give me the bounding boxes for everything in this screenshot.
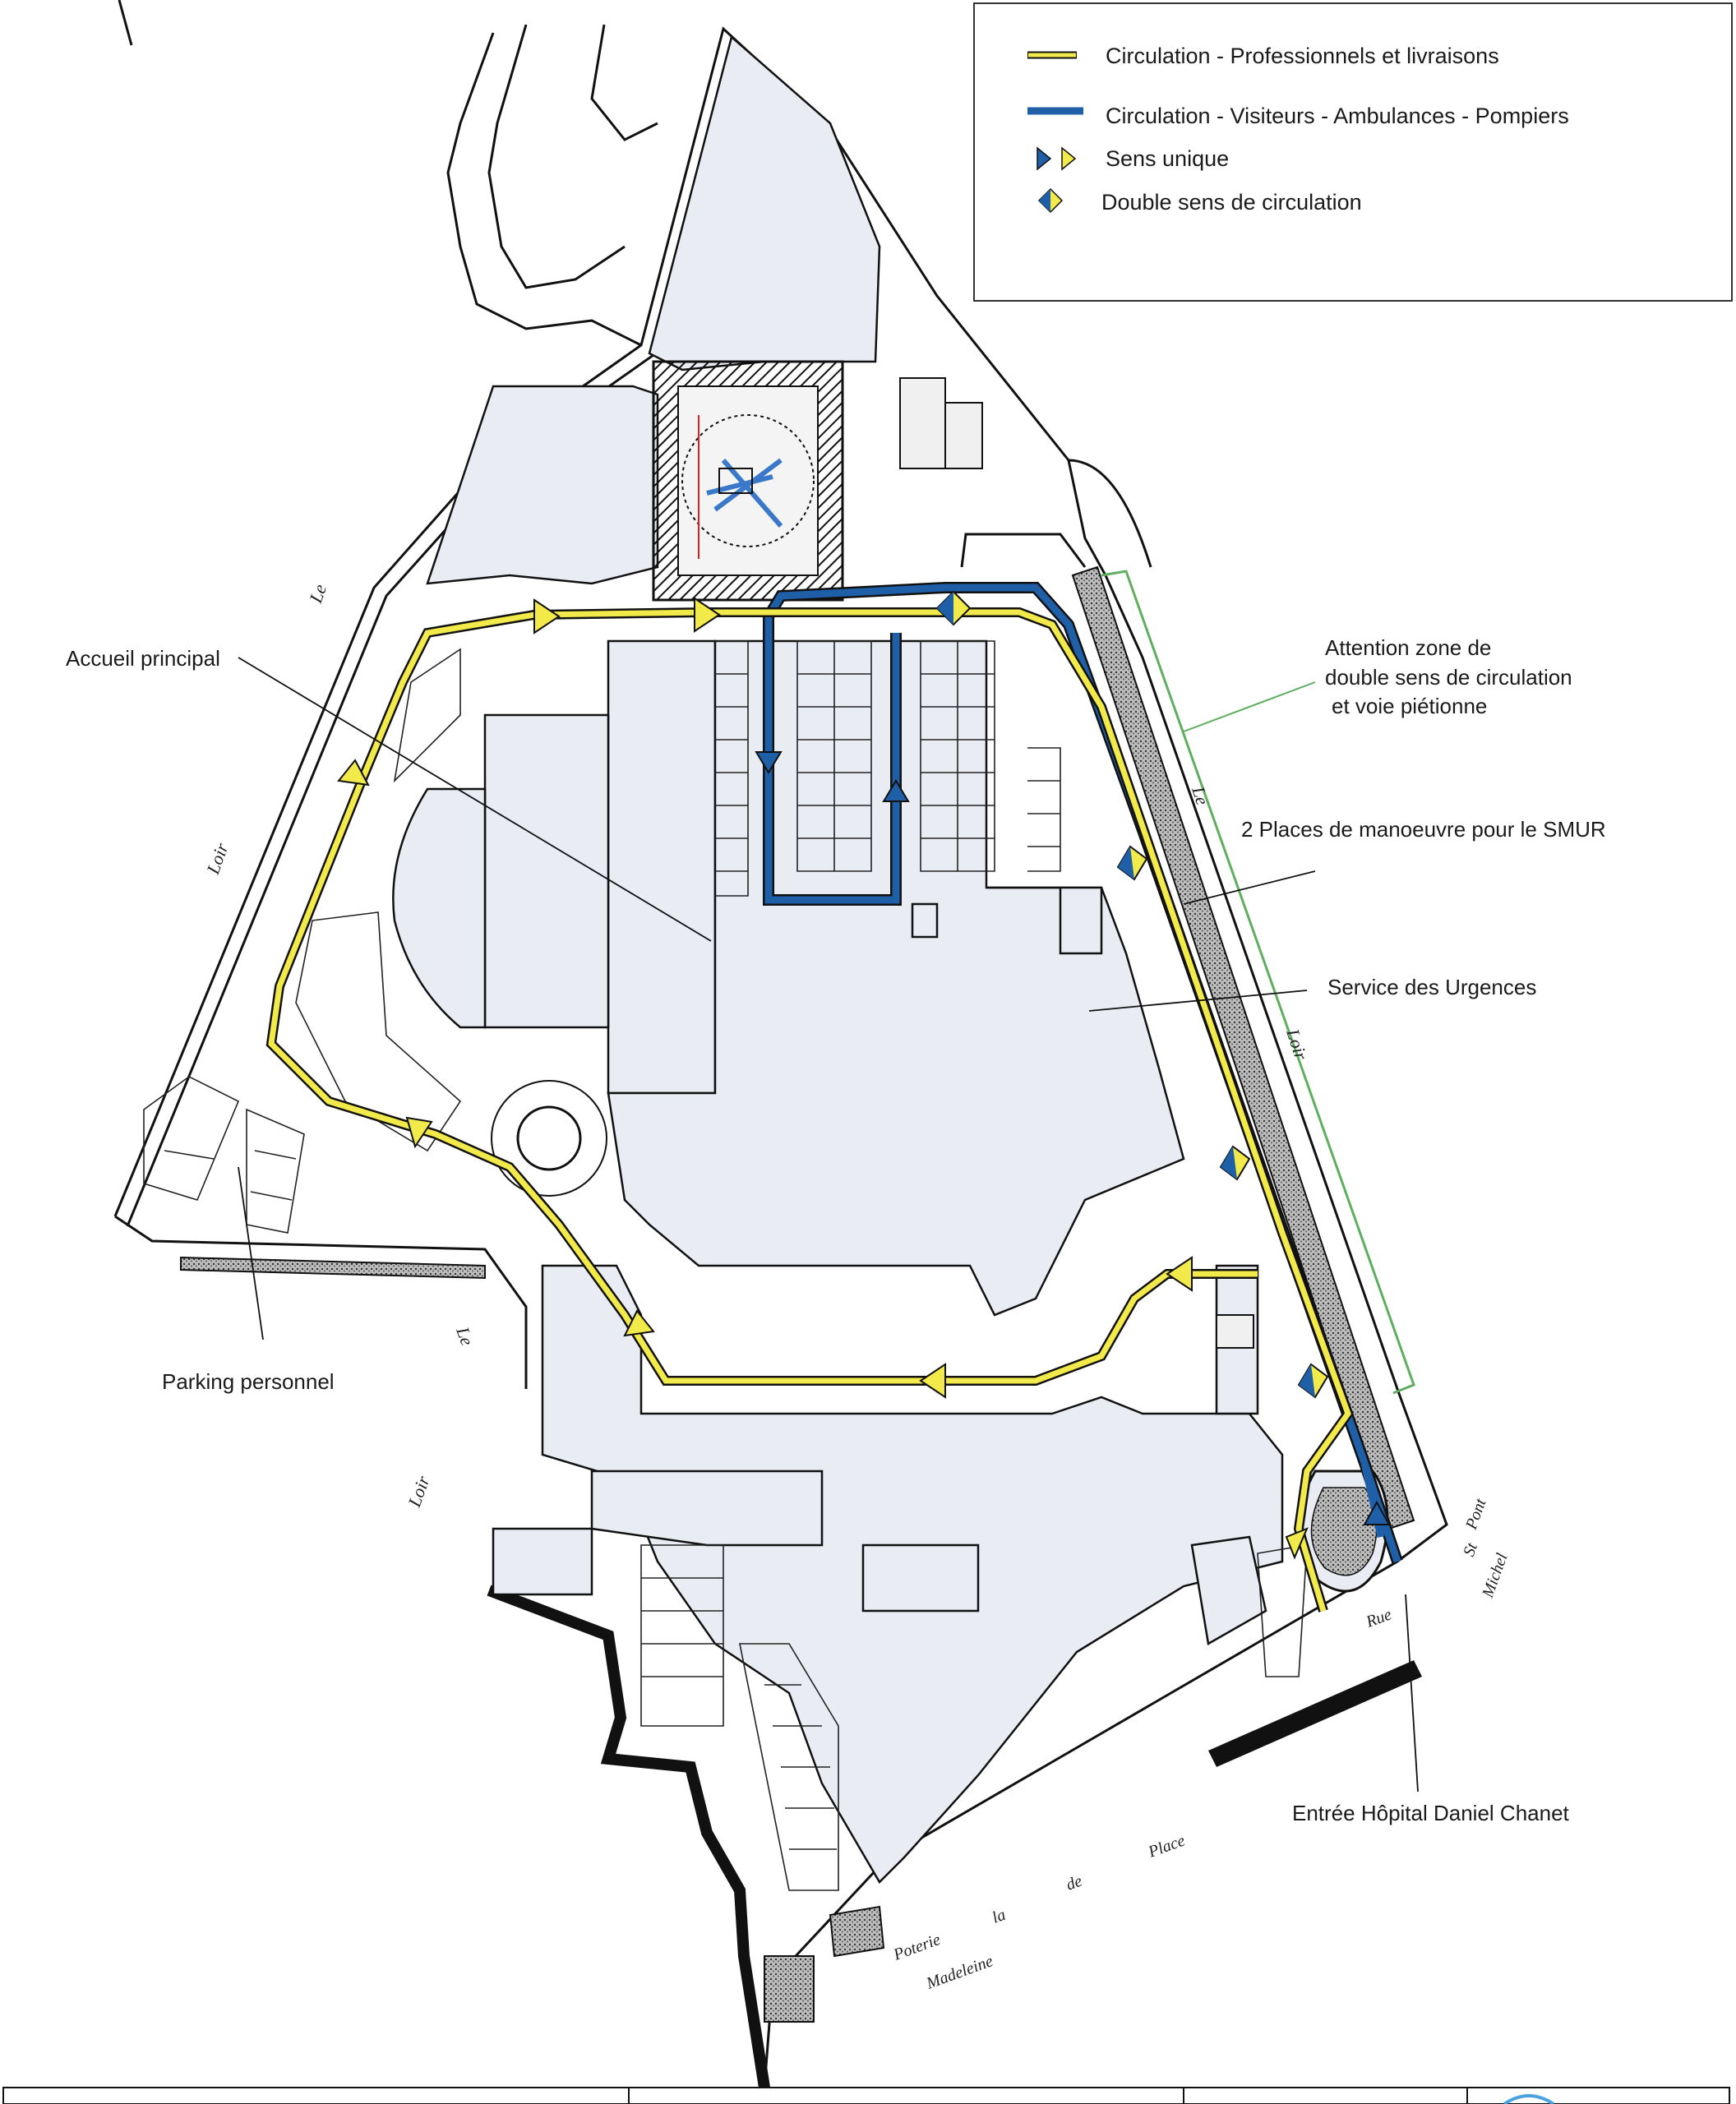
technical-block-1 (899, 377, 946, 469)
street-loir-sw-2: Loir (404, 1473, 434, 1511)
warning-zone-outline (1101, 570, 1415, 1395)
buildings (392, 35, 1284, 1885)
legend-one-way: Sens unique (1106, 146, 1229, 171)
diamond-icon (1297, 1363, 1329, 1399)
street-loir-west-1: Le (305, 581, 330, 606)
street-michel: Michel (1479, 1551, 1512, 1601)
street-madeleine: Madeleine (923, 1952, 995, 1993)
street-st: St (1460, 1540, 1481, 1559)
legend-box (973, 2, 1733, 302)
yellow-triangle-icon (337, 759, 370, 787)
diamond-icon (935, 590, 972, 626)
south-embankment-2 (829, 1905, 885, 1958)
blue-triangle-icon (882, 779, 910, 802)
west-wall-band (180, 1256, 486, 1280)
blue-triangle-icon (1037, 146, 1052, 171)
yellow-triangle-icon (623, 1309, 655, 1337)
street-la: la (990, 1906, 1008, 1927)
east-roundabout-ring (1310, 1487, 1378, 1576)
street-place: Place (1145, 1831, 1187, 1862)
entrance-label: Entrée Hôpital Daniel Chanet (1292, 1801, 1570, 1825)
legend-visitors: Circulation - Visiteurs - Ambulances - P… (1106, 104, 1569, 128)
yellow-triangle-icon (405, 1116, 433, 1149)
legend-two-way: Double sens de circulation (1101, 190, 1362, 215)
title-block (2, 2087, 1730, 2104)
warning-leader (1183, 681, 1316, 732)
legend-professionals: Circulation - Professionnels et livraiso… (1106, 44, 1499, 68)
street-poterie: Poterie (890, 1931, 943, 1964)
technical-block-2 (944, 402, 983, 469)
yellow-triangle-icon (919, 1363, 946, 1399)
diamond-icon (1116, 845, 1148, 881)
label-leaders (238, 657, 1419, 1793)
yellow-triangle-icon (694, 597, 721, 633)
main-reception-label: Accueil principal (66, 646, 220, 671)
legend: Circulation - Professionnels et livraiso… (973, 2, 1733, 302)
parking-bays (143, 640, 1308, 1891)
street-de: de (1064, 1872, 1084, 1894)
warning-zone-label-2: double sens de circulation (1325, 665, 1572, 690)
helipad-icon (652, 360, 844, 602)
street-loir-sw-1: Le (452, 1323, 478, 1348)
route-markers (337, 590, 1391, 1560)
south-embankment-1 (764, 1955, 815, 2023)
technical-block-3 (1216, 1314, 1254, 1349)
blue-triangle-icon (755, 751, 783, 774)
street-loir-west-2: Loir (202, 840, 233, 878)
street-pont: Pont (1462, 1496, 1490, 1532)
yellow-triangle-icon (533, 598, 561, 634)
blue-triangle-icon (1363, 1500, 1391, 1525)
staff-parking-label: Parking personnel (162, 1369, 335, 1394)
warning-zone-label-3: et voie piétionne (1332, 694, 1487, 718)
diamond-icon (1219, 1145, 1251, 1181)
professional-route (265, 607, 1354, 1613)
yellow-triangle-icon (1061, 146, 1077, 171)
diamond-icon (1037, 187, 1064, 214)
west-roundabout-ring (491, 1080, 607, 1197)
east-embankment (1071, 565, 1415, 1530)
street-rue: Rue (1363, 1605, 1394, 1631)
south-black-strip (1208, 1660, 1422, 1767)
yellow-triangle-icon (1166, 1256, 1193, 1292)
yellow-triangle-icon (1285, 1527, 1309, 1560)
smur-label: 2 Places de manoeuvre pour le SMUR (1241, 817, 1606, 842)
warning-zone-label-1: Attention zone de (1325, 635, 1491, 660)
emergency-label: Service des Urgences (1327, 975, 1536, 999)
west-roundabout (516, 1105, 582, 1171)
street-loir-east-2: Loir (1282, 1026, 1312, 1063)
